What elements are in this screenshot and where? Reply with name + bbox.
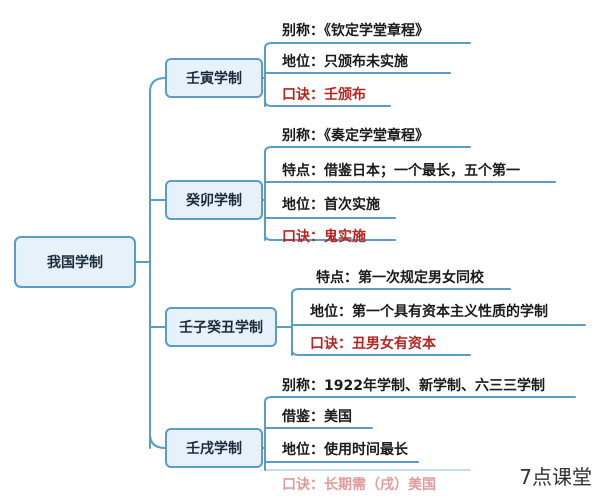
branch-node-renxu: 壬戌学制 bbox=[165, 428, 263, 468]
leaf-renyin-status: 地位：只颁布未实施 bbox=[282, 54, 408, 70]
leaf-renxu-mnemonic: 口诀：长期需（戌）美国 bbox=[282, 477, 436, 493]
leaf-renzi-features: 特点：第一次规定男女同校 bbox=[316, 270, 484, 286]
branch-node-guimao: 癸卯学制 bbox=[165, 180, 263, 220]
watermark: 7点课堂 bbox=[517, 461, 594, 490]
branch-node-renzi-guichou: 壬子癸丑学制 bbox=[165, 307, 277, 347]
leaf-guimao-features: 特点：借鉴日本；一个最长，五个第一 bbox=[282, 163, 520, 179]
connector-branch-4 bbox=[149, 433, 166, 449]
leaf-renzi-status: 地位：第一个具有资本主义性质的学制 bbox=[310, 304, 548, 320]
leaf-renzi-mnemonic: 口诀：丑男女有资本 bbox=[310, 336, 436, 352]
leaf-renxu-status: 地位：使用时间最长 bbox=[282, 442, 408, 458]
root-node: 我国学制 bbox=[14, 236, 136, 288]
leaf-renxu-reference: 借鉴：美国 bbox=[282, 409, 352, 425]
leaf-guimao-mnemonic: 口诀：鬼实施 bbox=[282, 229, 366, 245]
leaf-guimao-status: 地位：首次实施 bbox=[282, 197, 380, 213]
leaf-renxu-alias: 别称：1922年学制、新学制、六三三学制 bbox=[282, 378, 545, 394]
connector-branch-1 bbox=[149, 77, 166, 93]
leaf-renyin-mnemonic: 口诀：壬颁布 bbox=[282, 87, 366, 103]
leaf-renyin-alias: 别称：《钦定学堂章程》 bbox=[282, 23, 429, 39]
leaf-guimao-alias: 别称：《奏定学堂章程》 bbox=[282, 128, 429, 144]
branch-node-renyin: 壬寅学制 bbox=[165, 58, 263, 98]
